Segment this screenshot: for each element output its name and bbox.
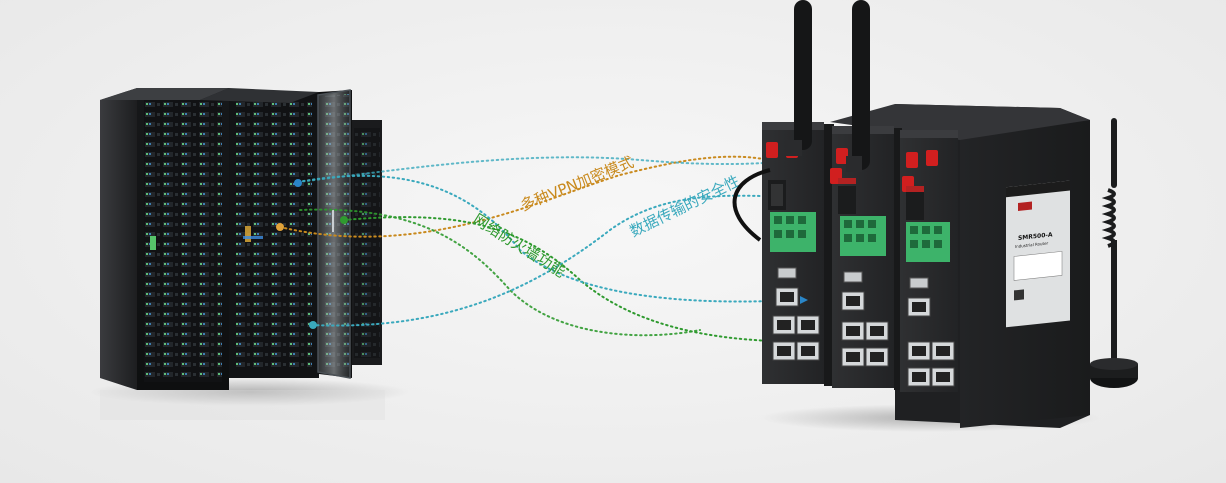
firewall-line-2: [299, 208, 701, 337]
rj45-port-group: [772, 315, 820, 361]
terminal-block: [770, 212, 816, 252]
vpn-label: 多种VPN加密模式: [518, 153, 636, 215]
router-unit-3: [900, 130, 958, 392]
endpoint-green: [340, 216, 348, 224]
endpoint-teal: [309, 321, 317, 329]
router-label-sticker: SMR500-A Industrial Router: [1006, 180, 1070, 328]
magnetic-antenna: [732, 118, 1138, 388]
endpoint-orange: [276, 223, 284, 231]
server-rack-icon: [90, 88, 410, 420]
firewall-line: [343, 216, 846, 343]
security-label: 数据传输的安全性: [627, 172, 743, 241]
firewall-label: 网络防火墙功能: [470, 210, 569, 281]
blue-line: [297, 174, 796, 303]
endpoint-blue: [294, 179, 302, 187]
router-model: SMR500-A: [1018, 231, 1053, 242]
vpn-line: [279, 155, 779, 238]
connection-lines: [279, 155, 851, 343]
usb-port-icon: [777, 267, 797, 279]
antenna-icon: [786, 0, 870, 172]
router-unit-1: [762, 122, 864, 386]
industrial-router-icon: SMR500-A Industrial Router: [760, 104, 1100, 432]
router-subtitle: Industrial Router: [1015, 240, 1049, 249]
